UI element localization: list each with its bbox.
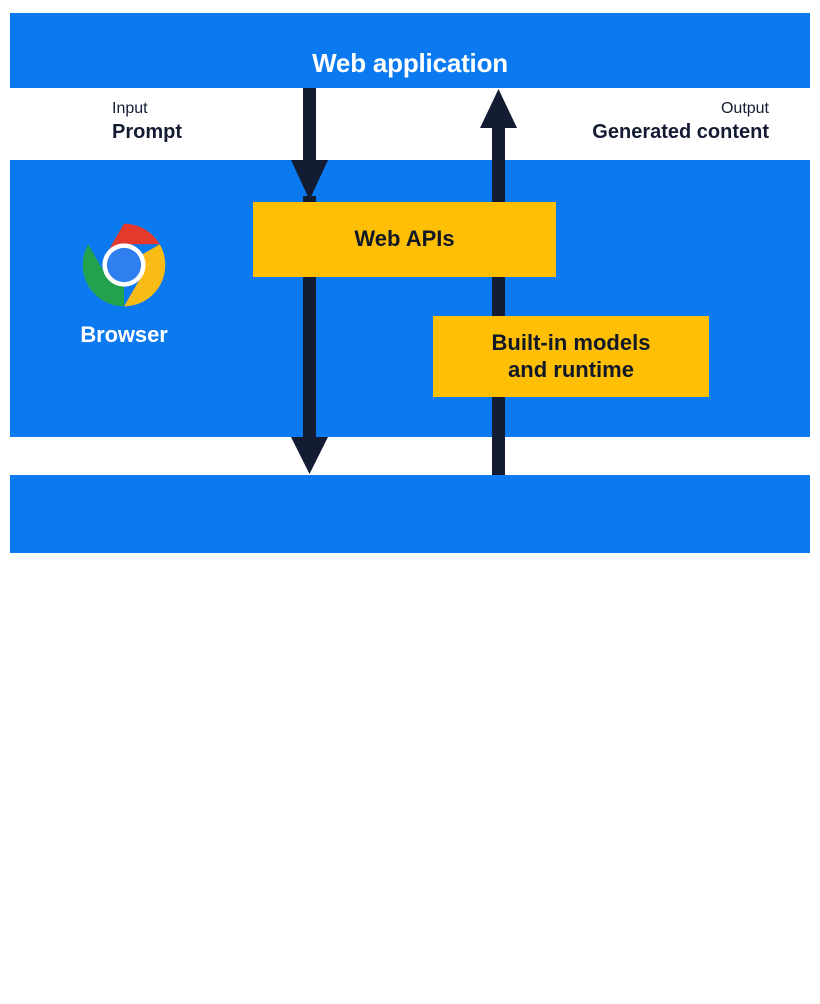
- output-kind-label: Output: [720, 100, 769, 117]
- built-in-models-line-1: Built-in models: [491, 330, 651, 356]
- local-hardware-band: Local hardware (CPU / GPU / NPU): [10, 475, 810, 1002]
- browser-label: Browser: [80, 322, 168, 347]
- input-value-label: Prompt: [112, 120, 182, 143]
- output-value-label: Generated content: [592, 120, 769, 143]
- web-apis-box[interactable]: Web APIs: [253, 202, 556, 277]
- output-label-group: Output Generated content: [592, 100, 769, 143]
- chrome-logo-icon: [82, 223, 166, 307]
- input-label-group: Input Prompt: [112, 100, 182, 143]
- web-application-title: Web application: [312, 48, 508, 78]
- web-apis-box-label: Web APIs: [354, 226, 455, 252]
- local-hardware-title: Local hardware (CPU / GPU / NPU): [200, 974, 620, 1004]
- architecture-diagram: Web application Input Prompt Output Gene…: [10, 13, 810, 1002]
- web-application-band: Web application: [10, 13, 810, 88]
- input-kind-label: Input: [112, 100, 148, 117]
- built-in-models-box[interactable]: Built-in models and runtime: [433, 316, 709, 397]
- built-in-models-line-2: and runtime: [508, 356, 634, 382]
- browser-group: Browser: [60, 220, 188, 348]
- built-in-models-box-label: Built-in models and runtime: [492, 330, 651, 383]
